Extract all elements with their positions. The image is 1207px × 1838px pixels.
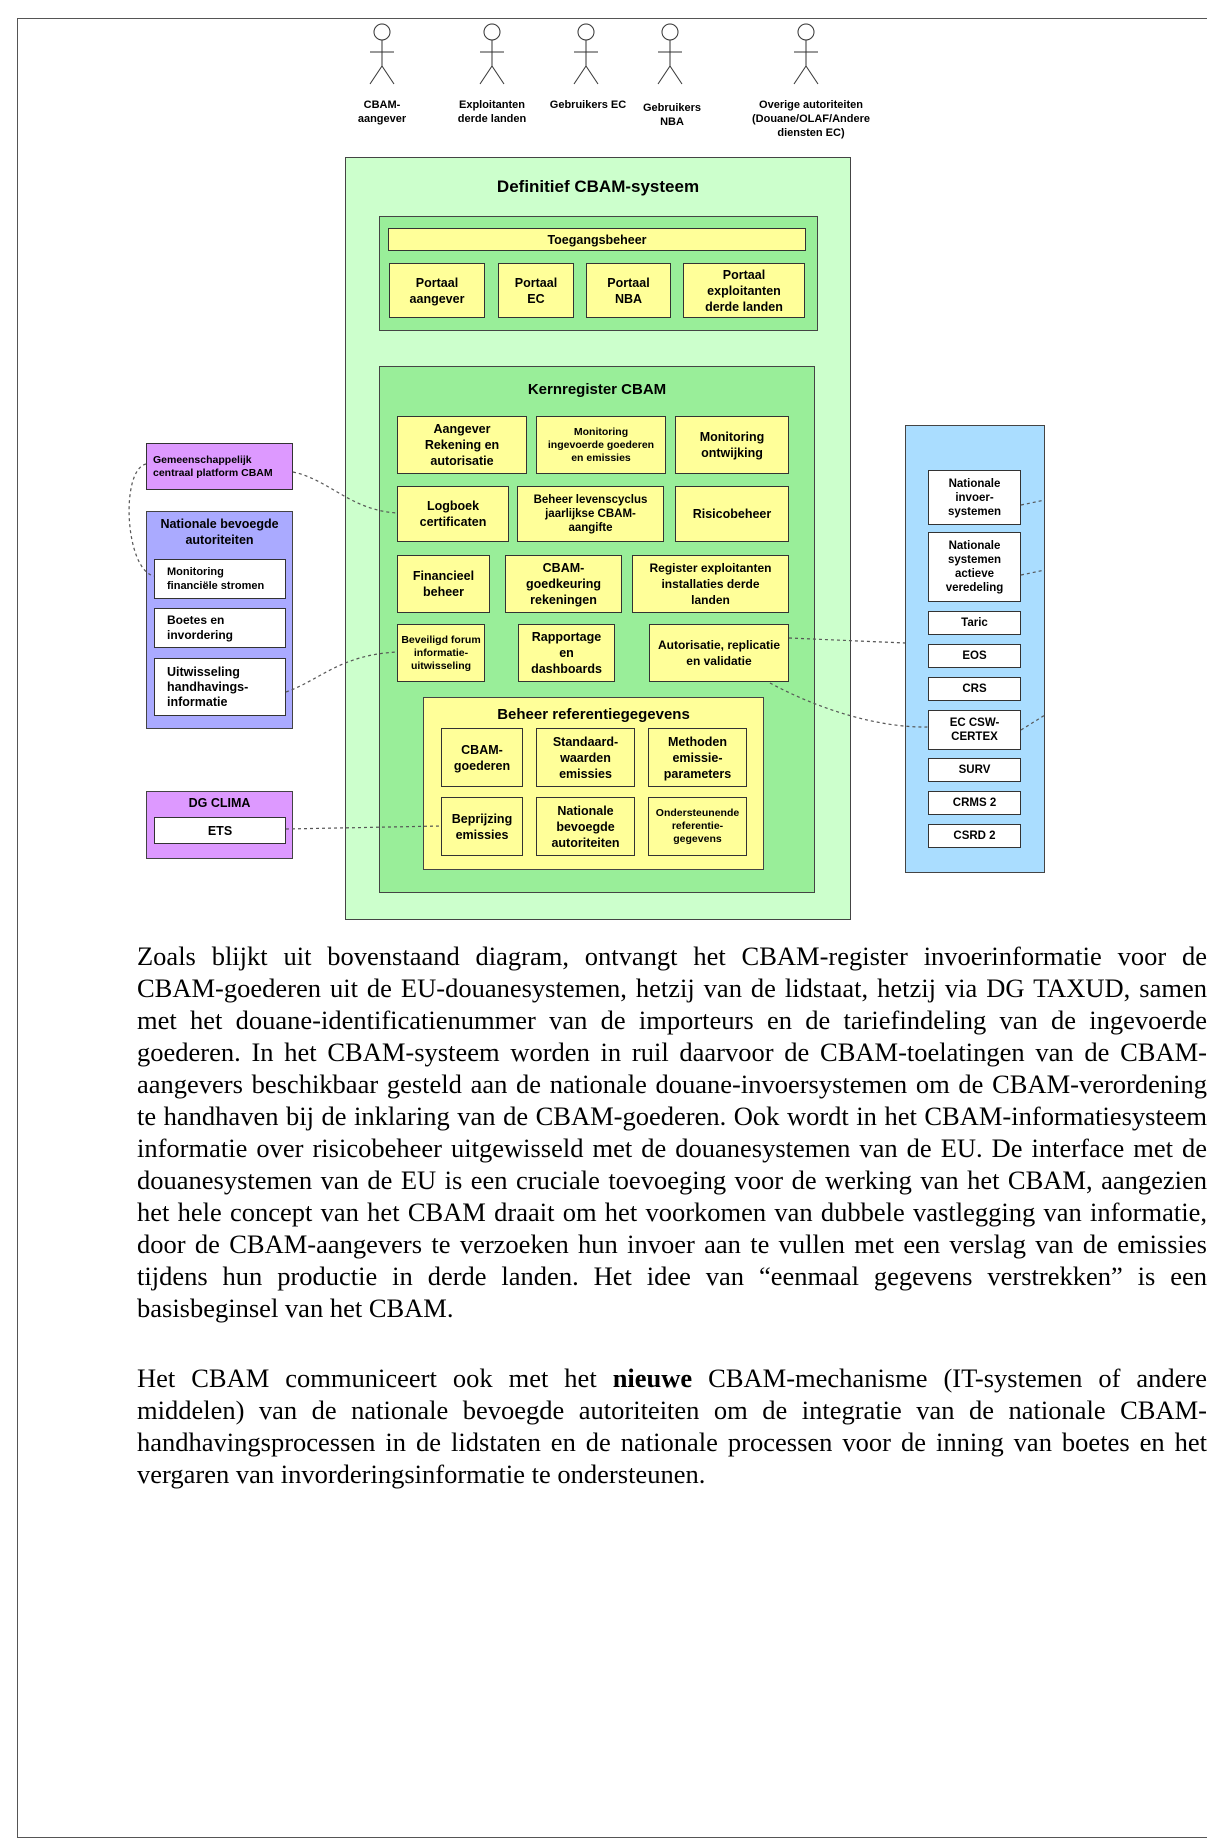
core-module: Beheer levenscyclus jaarlijkse CBAM- aan… (517, 486, 664, 542)
reference-item: Ondersteunende referentie- gegevens (648, 797, 747, 856)
central-platform-box: Gemeenschappelijk centraal platform CBAM (146, 443, 293, 490)
core-register-title: Kernregister CBAM (527, 381, 667, 398)
core-module: Monitoring ontwijking (675, 416, 789, 474)
stick-figure-icon (657, 23, 683, 85)
stick-figure-icon (793, 23, 819, 85)
core-module: Risicobeheer (675, 486, 789, 542)
paragraph-2-start: Het CBAM communiceert ook met het (137, 1363, 613, 1393)
paragraph-2-bold: nieuwe (612, 1363, 693, 1393)
stick-figure-icon (369, 23, 395, 85)
nba-item: Monitoring financiële stromen (154, 559, 286, 599)
dg-clima-title: DG CLIMA (188, 796, 251, 810)
portal-box: Portaal NBA (586, 263, 671, 318)
customs-system-item: Nationale invoer- systemen (928, 470, 1021, 525)
customs-system-item: Nationale systemen actieve veredeling (928, 532, 1021, 602)
reference-item: Beprijzing emissies (441, 797, 523, 856)
paragraph-1: Zoals blijkt uit bovenstaand diagram, on… (137, 941, 1207, 1323)
customs-system-item: CRS (928, 677, 1021, 701)
customs-system-item: CRMS 2 (928, 791, 1021, 815)
core-module: CBAM- goedkeuring rekeningen (505, 555, 622, 613)
reference-data-title: Beheer referentiegegevens (497, 706, 690, 723)
actor-label: Exploitanten derde landen (457, 99, 527, 125)
portal-box: Portaal exploitanten derde landen (683, 263, 805, 318)
actor-label: Gebruikers NBA (642, 102, 702, 128)
reference-item: Nationale bevoegde autoriteiten (536, 797, 635, 856)
reference-item: Standaard- waarden emissies (536, 728, 635, 787)
customs-system-item: Taric (928, 611, 1021, 635)
paragraph-2-end: CBAM-mechanisme (IT-systemen of andere m… (137, 1363, 1207, 1489)
nba-title: Nationale bevoegde autoriteiten (160, 517, 279, 547)
customs-system-item: EC CSW- CERTEX (928, 710, 1021, 750)
nba-item: Boetes en invordering (154, 608, 286, 648)
portal-box: Portaal aangever (389, 263, 485, 318)
stick-figure-icon (479, 23, 505, 85)
customs-system-item: CSRD 2 (928, 824, 1021, 848)
actor-label: Gebruikers EC (549, 99, 627, 111)
core-module: Logboek certificaten (397, 486, 509, 542)
reference-item: CBAM- goederen (441, 728, 523, 787)
core-module: Register exploitanten installaties derde… (632, 555, 789, 613)
portal-box: Portaal EC (498, 263, 574, 318)
ets-box: ETS (154, 817, 286, 844)
core-module: Beveiligd forum informatie- uitwisseling (397, 624, 485, 682)
customs-system-item: SURV (928, 758, 1021, 782)
stick-figure-icon (573, 23, 599, 85)
actor-label: CBAM- aangever (357, 99, 407, 125)
actor-label: Overige autoriteiten (Douane/OLAF/Andere… (752, 99, 870, 139)
paragraph-2: Het CBAM communiceert ook met het nieuwe… (137, 1362, 1207, 1490)
core-module: Monitoring ingevoerde goederen en emissi… (536, 416, 666, 474)
core-module: Rapportage en dashboards (518, 624, 615, 682)
core-module: Autorisatie, replicatie en validatie (649, 624, 789, 682)
nba-item: Uitwisseling handhavings- informatie (154, 658, 286, 716)
core-module: Financieel beheer (397, 555, 490, 613)
access-management-box: Toegangsbeheer (388, 228, 806, 251)
cbam-system-title: Definitief CBAM-systeem (496, 177, 700, 196)
customs-system-item: EOS (928, 644, 1021, 668)
core-module: Aangever Rekening en autorisatie (397, 416, 527, 474)
reference-item: Methoden emissie- parameters (648, 728, 747, 787)
